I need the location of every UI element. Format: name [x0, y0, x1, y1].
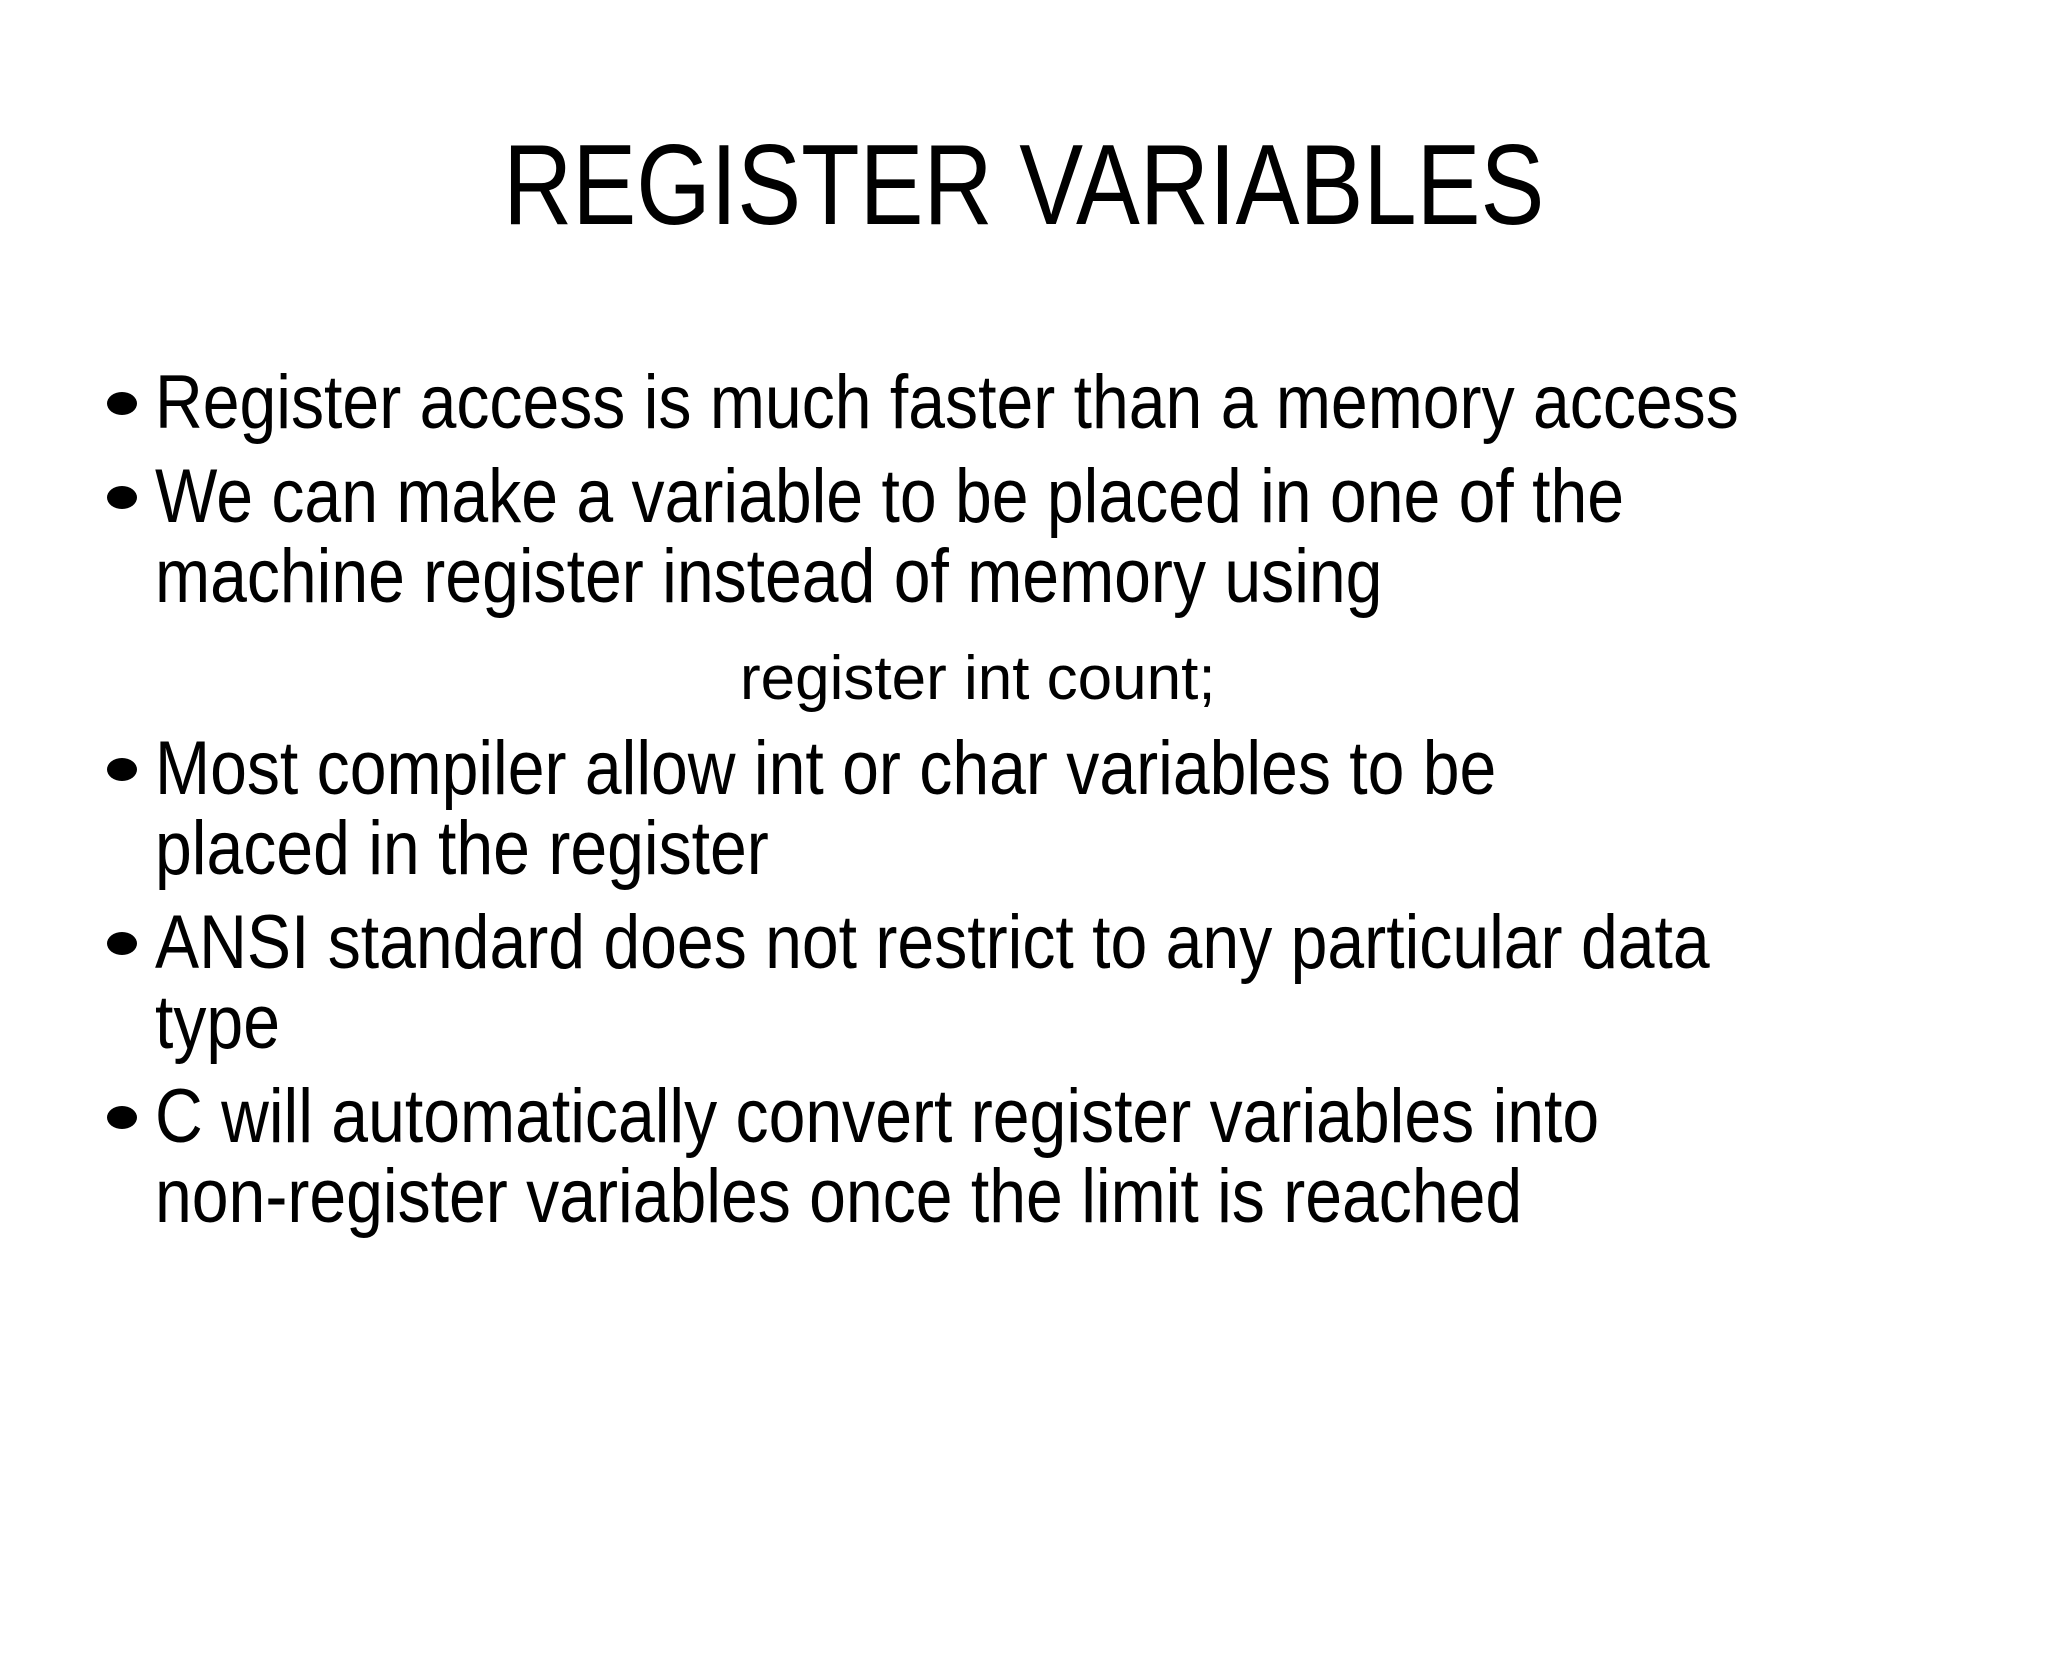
bullet-text: C will automatically convert register va…	[155, 1073, 1600, 1239]
code-line: register int count;	[740, 641, 2048, 717]
slide-body: Register access is much faster than a me…	[0, 359, 2048, 1239]
bullet-text: ANSI standard does not restrict to any p…	[155, 899, 1710, 1065]
bullet-icon	[107, 757, 137, 781]
bullet-item: C will automatically convert register va…	[107, 1073, 2048, 1239]
bullet-marker	[107, 1077, 155, 1129]
code-line-text: register int count;	[740, 643, 1216, 713]
bullet-icon	[107, 391, 137, 415]
bullet-text: We can make a variable to be placed in o…	[155, 453, 1625, 619]
bullet-marker	[107, 363, 155, 415]
bullet-item: Register access is much faster than a me…	[107, 359, 2048, 445]
bullet-icon	[107, 931, 137, 955]
bullet-text: Most compiler allow int or char variable…	[155, 725, 1497, 891]
bullet-marker	[107, 729, 155, 781]
bullet-icon	[107, 1105, 137, 1129]
bullet-marker	[107, 457, 155, 509]
bullet-item: Most compiler allow int or char variable…	[107, 725, 2048, 891]
slide-title-text: REGISTER VARIABLES	[503, 122, 1545, 249]
slide-title: REGISTER VARIABLES	[0, 118, 2048, 255]
bullet-item: ANSI standard does not restrict to any p…	[107, 899, 2048, 1065]
slide: REGISTER VARIABLES Register access is mu…	[0, 118, 2048, 1654]
bullet-text: Register access is much faster than a me…	[155, 359, 1739, 445]
bullet-marker	[107, 903, 155, 955]
bullet-icon	[107, 485, 137, 509]
bullet-item: We can make a variable to be placed in o…	[107, 453, 2048, 619]
